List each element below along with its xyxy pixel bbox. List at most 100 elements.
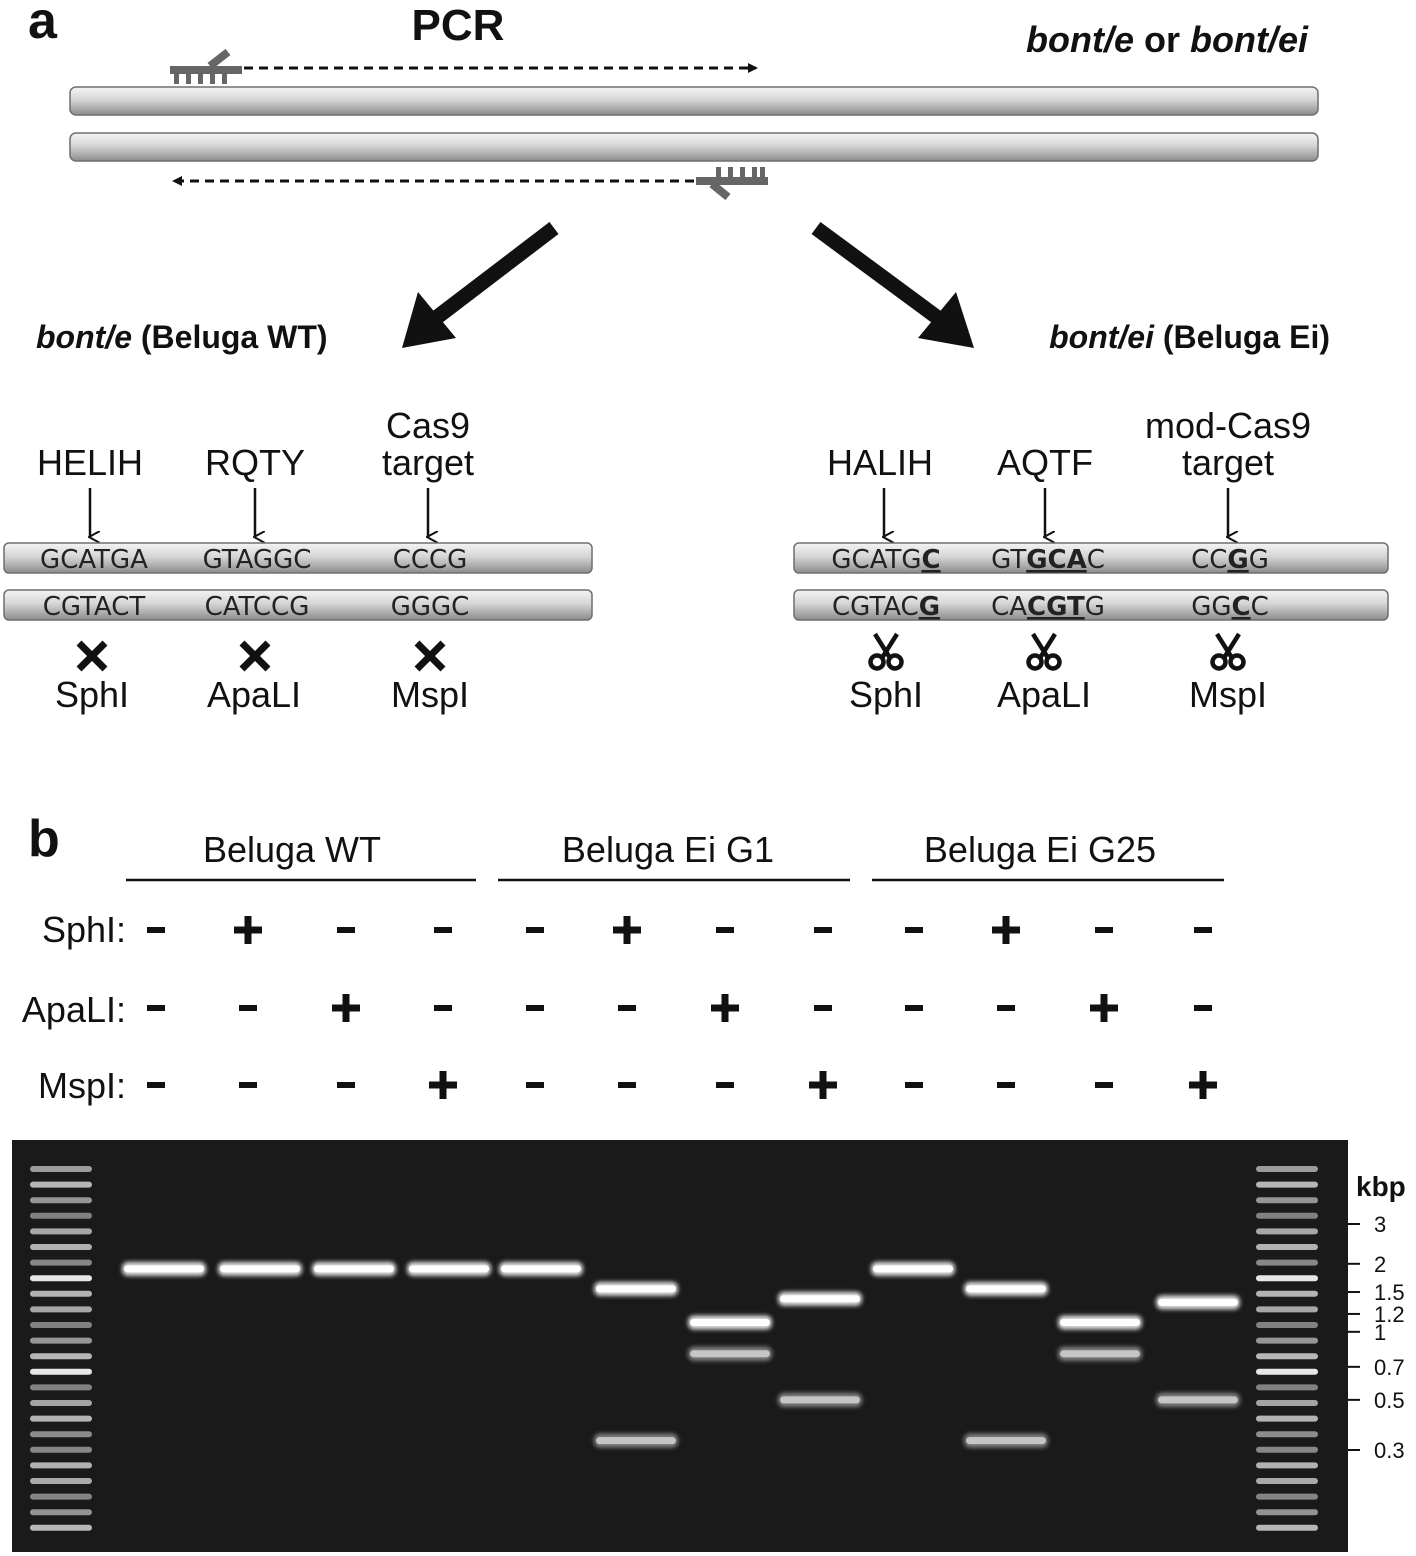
gel-band xyxy=(596,1437,676,1445)
minus-sign xyxy=(1194,927,1212,933)
wt-title: bont/e (Beluga WT) xyxy=(36,319,328,355)
plus-sign xyxy=(429,1071,457,1099)
marker-label: 0.5 xyxy=(1374,1388,1405,1413)
wt-top-seq: GCATGA xyxy=(40,545,148,575)
forward-primer-icon xyxy=(170,48,242,84)
ei-top-seq: CCGG xyxy=(1191,545,1269,575)
ladder-band xyxy=(30,1384,92,1391)
wt-motif-label: Cas9 xyxy=(386,405,470,446)
ladder-band xyxy=(30,1259,92,1266)
minus-sign xyxy=(526,1082,544,1088)
gel-band xyxy=(966,1437,1046,1445)
ladder-band xyxy=(1256,1322,1318,1328)
panel-a-label: a xyxy=(28,0,58,50)
ladder-band xyxy=(1256,1493,1318,1500)
minus-sign xyxy=(905,1082,923,1088)
ladder-band xyxy=(1256,1306,1318,1313)
ladder-bands xyxy=(30,1166,1318,1531)
minus-sign xyxy=(434,927,452,933)
ei-strand-top xyxy=(793,542,1389,574)
plus-sign xyxy=(809,1071,837,1099)
minus-sign xyxy=(239,1005,257,1011)
minus-sign xyxy=(526,1005,544,1011)
group-label: Beluga Ei G1 xyxy=(562,829,774,870)
ladder-band xyxy=(1256,1446,1318,1453)
gel-band xyxy=(314,1265,394,1273)
scissors-cut-icon xyxy=(1213,634,1244,669)
scissors-cut-icon xyxy=(871,634,902,669)
ei-bottom-seq: CGTACG xyxy=(832,592,940,622)
ladder-band xyxy=(30,1275,92,1282)
minus-sign xyxy=(526,927,544,933)
dna-strand-bottom xyxy=(69,132,1319,162)
gel-band xyxy=(690,1318,770,1326)
minus-sign xyxy=(905,927,923,933)
plus-sign xyxy=(1189,1071,1217,1099)
marker-label: 0.3 xyxy=(1374,1438,1405,1463)
gel-band xyxy=(501,1265,581,1273)
plus-sign xyxy=(1090,994,1118,1022)
minus-sign xyxy=(618,1082,636,1088)
marker-label: 3 xyxy=(1374,1212,1386,1237)
minus-sign xyxy=(337,927,355,933)
wt-enzyme-label: SphI xyxy=(55,674,129,715)
minus-sign xyxy=(814,927,832,933)
ladder-band xyxy=(30,1446,92,1453)
no-cut-x-icon xyxy=(79,643,105,669)
ladder-band xyxy=(30,1306,92,1313)
ladder-band xyxy=(30,1431,92,1438)
ladder-band xyxy=(30,1415,92,1422)
minus-sign xyxy=(905,1005,923,1011)
ladder-band xyxy=(30,1462,92,1469)
ladder-band xyxy=(30,1322,92,1328)
ladder-band xyxy=(30,1478,92,1484)
size-markers: 321.51.210.70.50.3 xyxy=(1348,1212,1405,1463)
gel-band xyxy=(690,1350,770,1358)
ladder-band xyxy=(30,1353,92,1360)
minus-sign xyxy=(814,1005,832,1011)
minus-sign xyxy=(1095,1082,1113,1088)
ladder-band xyxy=(30,1493,92,1500)
arrow-to-wt xyxy=(402,222,559,348)
plus-sign xyxy=(711,994,739,1022)
ei-enzyme-label: SphI xyxy=(849,674,923,715)
ei-enzyme-label: ApaLI xyxy=(997,674,1091,715)
pcr-label: PCR xyxy=(412,1,505,50)
ladder-band xyxy=(1256,1337,1318,1344)
ladder-band xyxy=(1256,1462,1318,1469)
ladder-band xyxy=(30,1166,92,1172)
ei-enzyme-label: MspI xyxy=(1189,674,1267,715)
minus-sign xyxy=(434,1005,452,1011)
ladder-band xyxy=(30,1524,92,1531)
ladder-band xyxy=(1256,1166,1318,1172)
gel-band xyxy=(966,1285,1046,1293)
enzyme-row-label: ApaLI: xyxy=(22,989,126,1030)
gel-band xyxy=(596,1285,676,1293)
panel-b-label: b xyxy=(28,810,60,868)
ladder-band xyxy=(1256,1524,1318,1531)
ladder-band xyxy=(1256,1478,1318,1484)
ladder-band xyxy=(30,1509,92,1516)
minus-sign xyxy=(147,1005,165,1011)
wt-strand-top xyxy=(3,542,593,574)
ladder-band xyxy=(1256,1212,1318,1219)
wt-bottom-seq: GGGC xyxy=(391,592,470,622)
minus-sign xyxy=(147,1082,165,1088)
plus-sign xyxy=(613,916,641,944)
marker-label: 1.5 xyxy=(1374,1280,1405,1305)
plus-sign xyxy=(234,916,262,944)
minus-sign xyxy=(618,1005,636,1011)
gel-band xyxy=(1158,1298,1238,1306)
plus-sign xyxy=(332,994,360,1022)
enzyme-row-label: SphI: xyxy=(42,909,126,950)
minus-sign xyxy=(997,1005,1015,1011)
marker-label: 0.7 xyxy=(1374,1355,1405,1380)
wt-bottom-seq: CATCCG xyxy=(205,592,310,622)
minus-sign xyxy=(716,1082,734,1088)
gel-band xyxy=(1060,1350,1140,1358)
ladder-band xyxy=(1256,1244,1318,1250)
ei-strand-bottom xyxy=(793,589,1389,621)
wt-motif-label: RQTY xyxy=(205,442,305,483)
minus-sign xyxy=(337,1082,355,1088)
ladder-band xyxy=(30,1181,92,1188)
